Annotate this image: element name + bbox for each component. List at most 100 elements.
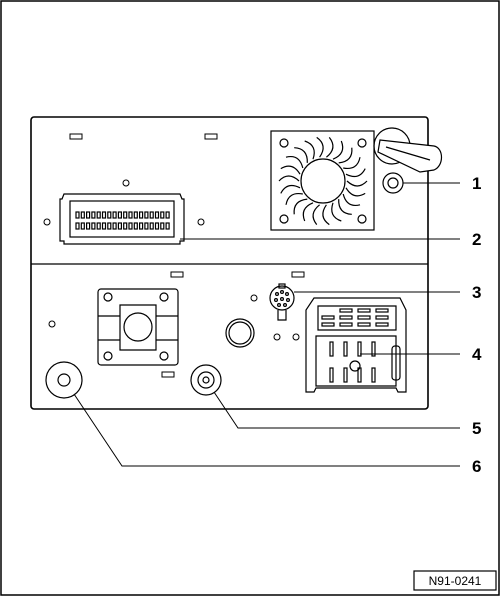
fan-blade bbox=[338, 199, 352, 215]
connector-pin bbox=[91, 222, 96, 230]
connector-pin bbox=[107, 222, 112, 230]
connector-pin bbox=[75, 222, 80, 230]
connector-pin bbox=[160, 211, 165, 219]
mount-holes bbox=[43, 179, 300, 341]
din-pin bbox=[280, 290, 285, 295]
iso-top-pin bbox=[339, 315, 353, 320]
connector-pin bbox=[165, 222, 170, 230]
fan-blade bbox=[312, 204, 320, 225]
slot-marks bbox=[69, 133, 305, 378]
fan-blade bbox=[285, 156, 304, 169]
din-pin bbox=[285, 292, 290, 297]
iso-top-pin bbox=[339, 322, 353, 327]
connector-pin bbox=[123, 222, 128, 230]
antenna-socket bbox=[190, 364, 222, 396]
fan-blade bbox=[342, 193, 361, 206]
rear-panel bbox=[30, 116, 429, 410]
iso-top-pin bbox=[357, 315, 371, 320]
connector-pin bbox=[91, 211, 96, 219]
connector-pin bbox=[133, 222, 138, 230]
iso-top-pin bbox=[339, 308, 353, 313]
connector-pin bbox=[117, 211, 123, 219]
fan-blade bbox=[294, 147, 308, 163]
connector-pin bbox=[101, 211, 107, 219]
connector-pin bbox=[80, 211, 85, 219]
iso-top-pin bbox=[321, 315, 335, 320]
iso-top-pin bbox=[321, 322, 335, 327]
connector-pin bbox=[107, 211, 112, 219]
fan-blade bbox=[322, 204, 330, 226]
iso-bottom-pin bbox=[329, 367, 334, 383]
mini-din-connector bbox=[269, 283, 295, 321]
connector-pin bbox=[96, 222, 101, 230]
din-pin bbox=[280, 297, 285, 302]
iso-bottom-pin bbox=[329, 341, 334, 357]
fan-blade bbox=[304, 140, 315, 160]
fan-blade bbox=[346, 180, 368, 187]
iso-bottom-pin bbox=[371, 367, 376, 383]
din-pin bbox=[275, 292, 280, 297]
fan-blade bbox=[278, 175, 300, 182]
iso-connector bbox=[305, 297, 407, 393]
leader-lines bbox=[73, 182, 460, 467]
iso-bottom-pin bbox=[343, 367, 348, 383]
connector-pin bbox=[154, 222, 160, 230]
connector-pin bbox=[165, 211, 170, 219]
connector-pin bbox=[144, 211, 149, 219]
din-pins bbox=[274, 290, 291, 308]
iso-top-pin bbox=[357, 322, 371, 327]
cross-connector bbox=[97, 288, 179, 366]
fan-blades bbox=[278, 136, 368, 226]
connector-pin bbox=[80, 222, 85, 230]
connector-pin bbox=[85, 211, 91, 219]
iso-top-pin bbox=[375, 315, 389, 320]
connector-pin bbox=[112, 211, 117, 219]
leader-line-5 bbox=[213, 391, 460, 429]
fan-blade bbox=[302, 202, 314, 222]
callout-1: 1 bbox=[472, 174, 481, 193]
din-pin bbox=[274, 298, 279, 303]
fan-blade bbox=[293, 198, 308, 215]
din-pin bbox=[286, 298, 291, 303]
connector-pin bbox=[128, 222, 133, 230]
iso-top-pin bbox=[375, 308, 389, 313]
iso-top-pin bbox=[357, 308, 371, 313]
fan-blade bbox=[280, 184, 301, 194]
connector-pin bbox=[117, 222, 123, 230]
screw-terminal bbox=[382, 172, 404, 194]
iso-bottom-pin bbox=[371, 341, 376, 357]
fan-blade bbox=[343, 157, 361, 170]
fan-blade bbox=[345, 187, 366, 197]
connector-pin bbox=[144, 222, 149, 230]
connector-pin bbox=[133, 211, 138, 219]
leader-line-6 bbox=[73, 393, 460, 467]
connector-pin bbox=[139, 222, 144, 230]
fan-blade bbox=[338, 147, 353, 164]
fan-blade bbox=[331, 202, 342, 222]
iso-bottom-pin bbox=[343, 341, 348, 357]
aux-socket bbox=[45, 361, 83, 399]
callout-5: 5 bbox=[472, 419, 481, 438]
connector-pin bbox=[85, 222, 91, 230]
connector-pin bbox=[154, 211, 160, 219]
connector-pin bbox=[101, 222, 107, 230]
fan-blade bbox=[326, 137, 334, 158]
iso-top-pin bbox=[375, 322, 389, 327]
round-grommet bbox=[225, 318, 255, 348]
callout-2: 2 bbox=[472, 230, 481, 249]
connector-pin bbox=[149, 222, 154, 230]
fan-blade bbox=[332, 140, 344, 160]
iso-bottom-pin bbox=[357, 341, 362, 357]
connector-pin bbox=[96, 211, 101, 219]
din-pin bbox=[277, 303, 282, 308]
connector-pin bbox=[123, 211, 128, 219]
fan-blade bbox=[316, 136, 324, 158]
connector-pin bbox=[139, 211, 144, 219]
connector-pin bbox=[149, 211, 154, 219]
connector-pins bbox=[75, 211, 170, 230]
figure-ref-box bbox=[413, 570, 497, 591]
fan-blade bbox=[280, 165, 301, 175]
figure-ref: N91-0241 bbox=[429, 574, 482, 588]
fan-blade bbox=[345, 168, 366, 178]
